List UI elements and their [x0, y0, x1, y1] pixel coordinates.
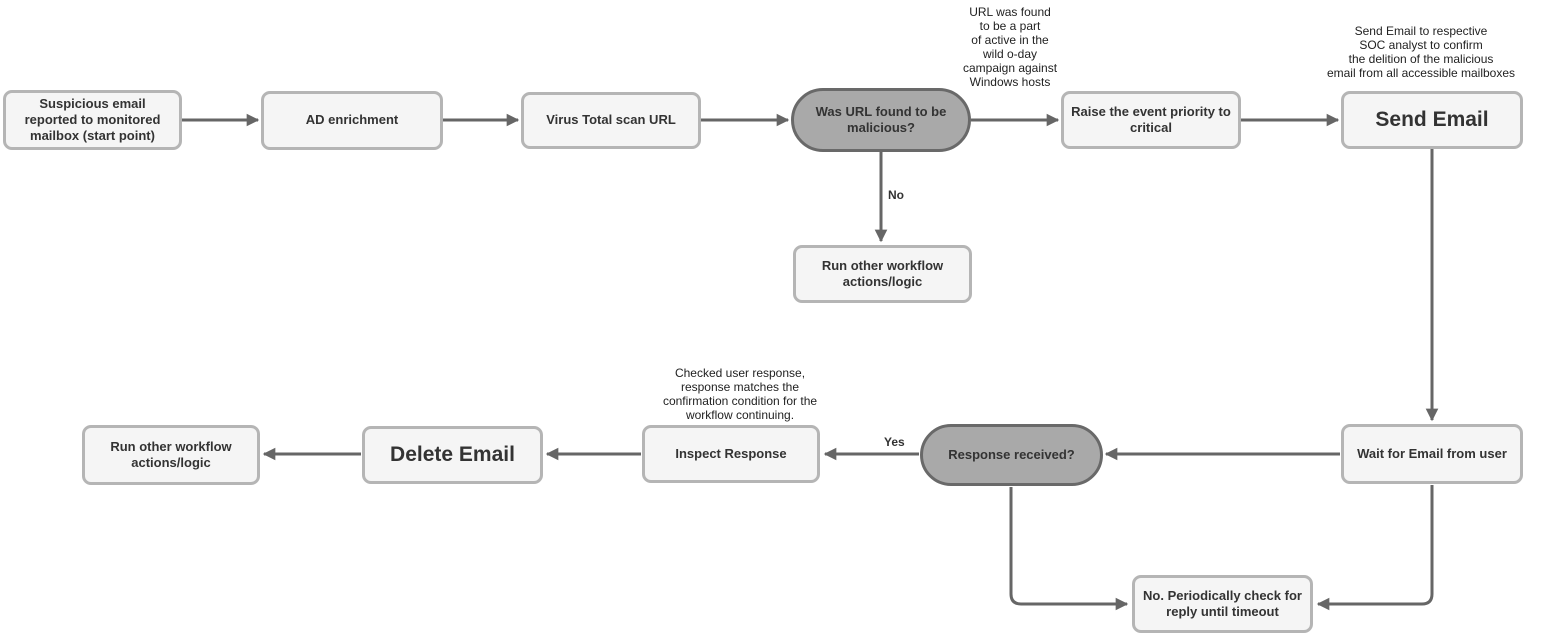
- node-run-other-workflow-top: Run other workflow actions/logic: [793, 245, 972, 303]
- node-run-other-workflow-bottom: Run other workflow actions/logic: [82, 425, 260, 485]
- edge-label-no: No: [888, 188, 904, 202]
- annotation-send-email-note: Send Email to respective SOC analyst to …: [1326, 24, 1516, 80]
- arrow-wait-to-periodic: [1316, 485, 1434, 611]
- node-virustotal-scan: Virus Total scan URL: [521, 92, 701, 149]
- node-wait-for-email: Wait for Email from user: [1341, 424, 1523, 484]
- arrow-response-to-periodic: [1009, 487, 1129, 611]
- node-raise-priority: Raise the event priority to critical: [1061, 91, 1241, 149]
- node-send-email: Send Email: [1341, 91, 1523, 149]
- node-periodic-check: No. Periodically check for reply until t…: [1132, 575, 1313, 633]
- node-delete-email: Delete Email: [362, 426, 543, 484]
- annotation-zero-day-campaign: URL was found to be a part of active in …: [962, 5, 1058, 89]
- decision-response-received: Response received?: [920, 424, 1103, 486]
- node-ad-enrichment: AD enrichment: [261, 91, 443, 150]
- node-inspect-response: Inspect Response: [642, 425, 820, 483]
- node-start: Suspicious email reported to monitored m…: [3, 90, 182, 150]
- annotation-response-check-note: Checked user response, response matches …: [662, 366, 818, 422]
- edge-label-yes: Yes: [884, 435, 905, 449]
- decision-url-malicious: Was URL found to be malicious?: [791, 88, 971, 152]
